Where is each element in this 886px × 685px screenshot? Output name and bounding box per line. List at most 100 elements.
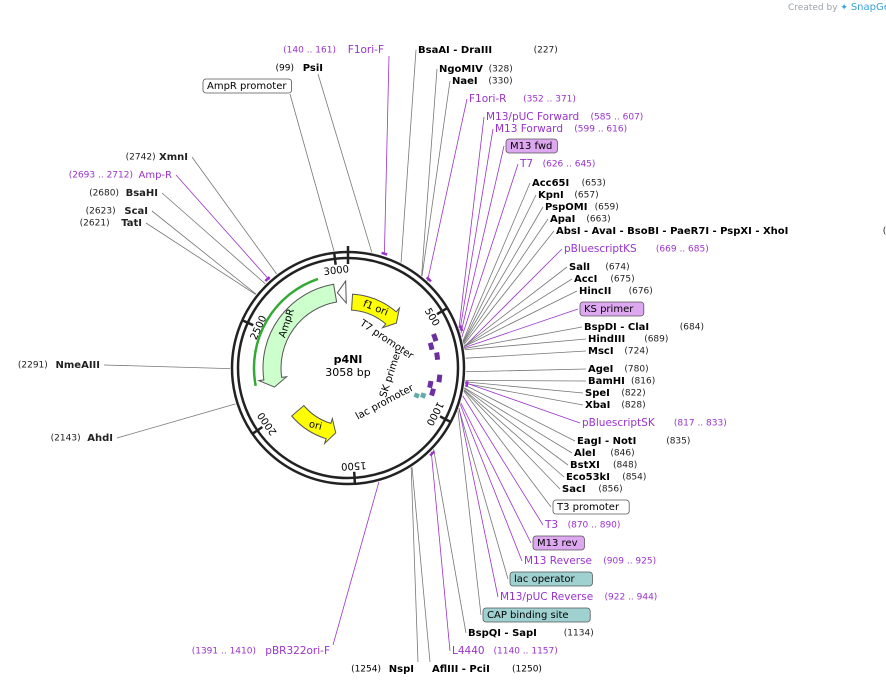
position-label: (1250) (512, 665, 542, 675)
tick-mark (352, 471, 357, 484)
leader-line (400, 49, 417, 263)
position-label: (330) (488, 77, 512, 87)
primer-label: pBluescriptKS (564, 243, 637, 255)
position-label: (1254) (351, 665, 381, 675)
leader-line (103, 364, 231, 370)
position-label: (780) (624, 365, 648, 375)
primer-bind-bar (431, 333, 439, 342)
position-label: (675) (610, 275, 634, 285)
leader-line (145, 222, 256, 295)
position-label: (352 .. 371) (523, 95, 576, 105)
primer-label: pBR322ori-F (265, 645, 330, 657)
primer-label: L4440 (452, 645, 485, 657)
primer-bind-bar (429, 388, 436, 397)
site-labels: BsaAI - DraIII(227)NgoMIV(328)NaeI(330)F… (18, 44, 886, 675)
leader-line (464, 387, 573, 454)
enzyme-label: PsiI (303, 63, 323, 74)
leader-line (289, 93, 335, 251)
enzyme-label: EagI - NotI (577, 436, 636, 447)
plasmid-name: p4NI (334, 353, 363, 366)
leader-line (465, 381, 584, 394)
ampr-promoter-stripe (252, 277, 319, 387)
leader-line (410, 467, 419, 663)
enzyme-label: NspI (389, 664, 414, 675)
leader-line (463, 266, 568, 347)
operator-bar (413, 392, 420, 399)
position-label: (669 .. 685) (656, 245, 709, 255)
position-label: (846) (610, 449, 634, 459)
feature-box-label: lac operator (514, 574, 575, 585)
primer-label: T7 (519, 158, 533, 170)
leader-line (464, 384, 576, 442)
primer-label: M13/pUC Reverse (500, 591, 593, 603)
feature-box-label-box (532, 535, 585, 551)
primer-label: M13 Reverse (524, 555, 592, 567)
position-label: (657) (574, 191, 598, 201)
primer-label: F1ori-R (469, 93, 506, 105)
leader-line (463, 230, 555, 346)
leader-line (458, 407, 499, 598)
ampr-promoter-label: AmpR promoter (207, 81, 287, 92)
leader-line (421, 80, 451, 277)
enzyme-label: AbsI - AvaI - BsoBI - PaeR7I - PspXI - X… (556, 226, 788, 237)
leader-line (463, 389, 565, 478)
position-label: (835) (666, 437, 690, 447)
enzyme-label: Eco53kI (566, 472, 610, 483)
position-label: (668) (883, 227, 886, 237)
enzyme-label: TatI (121, 218, 142, 229)
label-leader-lines (103, 49, 587, 663)
primer-bind-bar (434, 352, 441, 361)
enzyme-label: AhdI (87, 433, 113, 444)
leader-line (464, 382, 584, 406)
leader-line (460, 145, 505, 334)
leader-line (464, 308, 579, 348)
tick-label: 1500 (341, 459, 367, 471)
primer-marker (459, 324, 464, 332)
feature-box-label: CAP binding site (487, 610, 569, 621)
leader-line (465, 368, 587, 373)
position-label: (2621) (80, 219, 110, 229)
feature-box-label: T3 promoter (556, 502, 620, 513)
primer-bind-bar (427, 380, 434, 389)
enzyme-label: BspQI - SapI (468, 628, 537, 639)
enzyme-label: NmeAIII (56, 360, 100, 371)
position-label: (2680) (89, 189, 119, 199)
feature-box-label-box (505, 138, 558, 154)
position-label: (689) (644, 335, 668, 345)
primer-marker (381, 251, 388, 256)
feature-box-label-box (579, 301, 645, 317)
position-label: (909 .. 925) (603, 557, 656, 567)
enzyme-label: AleI (574, 448, 596, 459)
f1-ori-arrow (351, 293, 401, 329)
position-label: (684) (680, 323, 704, 333)
primer-label: T3 (544, 519, 558, 531)
position-label: (663) (586, 215, 610, 225)
primer-label: pBluescriptSK (582, 417, 656, 429)
ampr-promoter-arrow (336, 279, 347, 305)
ampr-arrow (257, 283, 338, 388)
position-label: (2143) (51, 434, 81, 444)
leader-line (457, 410, 482, 616)
leader-line (175, 174, 270, 281)
leader-line (463, 390, 552, 508)
feature-box-label: M13 fwd (510, 141, 552, 152)
position-label: (854) (622, 473, 646, 483)
leader-line (411, 467, 431, 663)
enzyme-label: XbaI (585, 400, 610, 411)
position-label: (585 .. 607) (591, 113, 644, 123)
leader-line (463, 218, 549, 344)
enzyme-label: AccI (574, 274, 597, 285)
feature-box-label-box (482, 607, 591, 623)
position-label: (856) (598, 485, 622, 495)
enzyme-label: HindIII (588, 334, 625, 345)
tick-mark (241, 319, 254, 327)
position-label: (227) (534, 46, 558, 56)
leader-line (317, 73, 373, 253)
leader-line (460, 402, 532, 544)
leader-line (463, 248, 563, 348)
ori-arrow (290, 404, 337, 446)
leader-line (463, 389, 561, 490)
leader-line (151, 210, 257, 295)
plasmid-size: 3058 bp (325, 366, 370, 379)
